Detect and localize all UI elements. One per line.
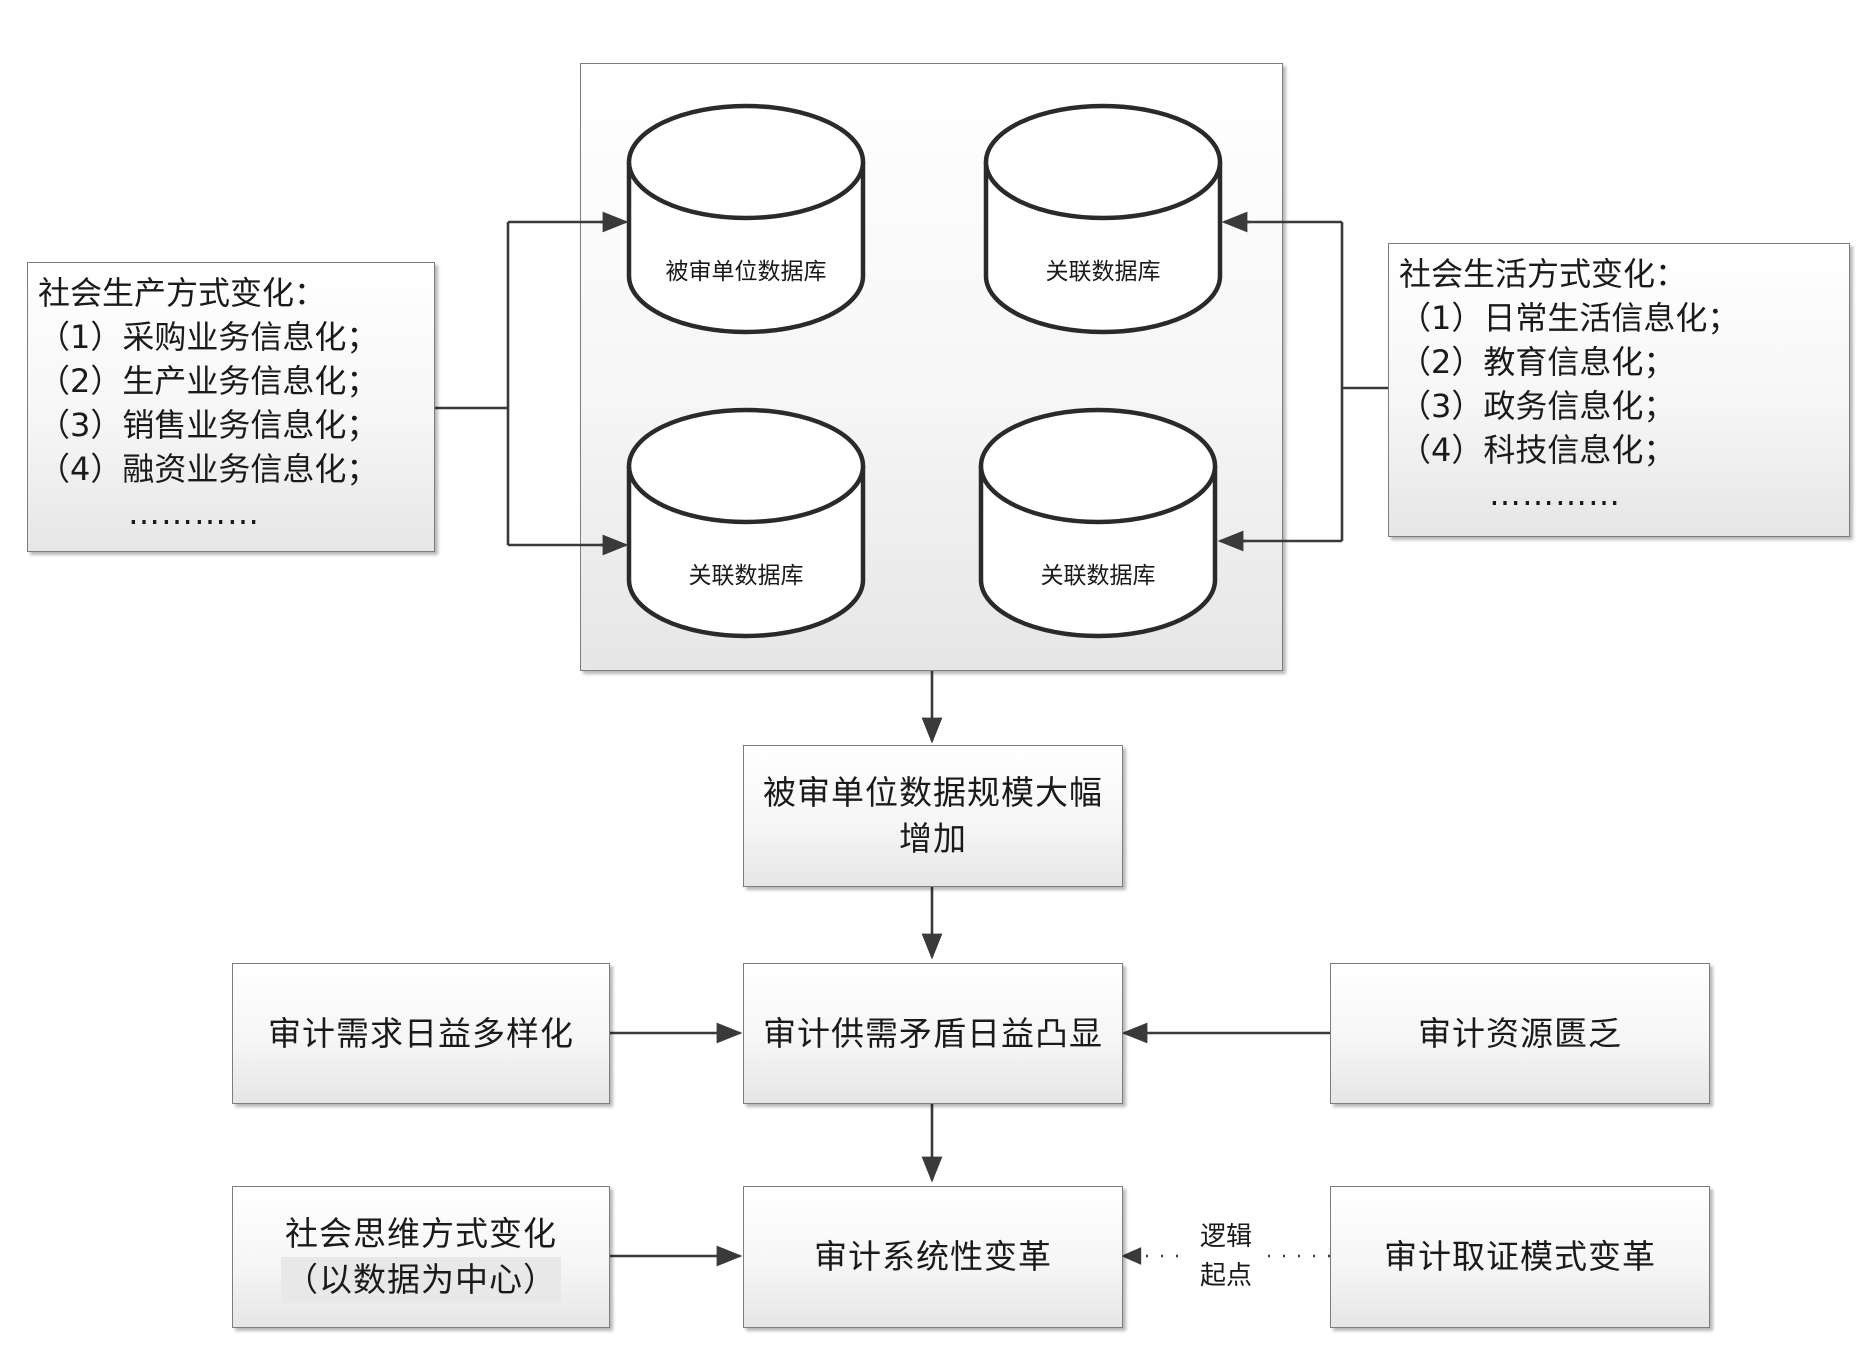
data-growth-node: 被审单位数据规模大幅 增加 xyxy=(743,745,1123,887)
db-top-left xyxy=(626,103,866,335)
resource-shortage-node: 审计资源匮乏 xyxy=(1330,963,1710,1104)
db-top-right-label: 关联数据库 xyxy=(1046,259,1161,285)
social-production-item: （3）销售业务信息化； xyxy=(38,406,379,444)
db-bottom-left xyxy=(626,407,866,639)
contradiction-node: 审计供需矛盾日益凸显 xyxy=(743,963,1123,1104)
evidence-reform-label: 审计取证模式变革 xyxy=(1384,1237,1656,1276)
social-production-item: （2）生产业务信息化； xyxy=(38,362,379,400)
social-production-title: 社会生产方式变化： xyxy=(38,274,327,312)
social-life-panel: 社会生活方式变化： （1）日常生活信息化； （2）教育信息化； （3）政务信息化… xyxy=(1388,243,1850,537)
thinking-change-node: 社会思维方式变化 （以数据为中心） xyxy=(232,1186,610,1328)
data-growth-line1: 被审单位数据规模大幅 xyxy=(763,773,1103,812)
logic-label-line1: 逻辑 xyxy=(1200,1222,1252,1252)
systematic-reform-node: 审计系统性变革 xyxy=(743,1186,1123,1328)
social-life-title: 社会生活方式变化： xyxy=(1399,255,1688,293)
contradiction-label: 审计供需矛盾日益凸显 xyxy=(763,1013,1103,1053)
social-life-item: （2）教育信息化； xyxy=(1399,343,1676,381)
social-life-ellipsis: ………… xyxy=(1489,475,1621,513)
social-production-ellipsis: ………… xyxy=(128,494,260,532)
evidence-reform-node: 审计取证模式变革 xyxy=(1330,1186,1710,1328)
db-bottom-right xyxy=(978,407,1218,639)
logic-link-arrowhead xyxy=(1121,1247,1142,1265)
logic-label-line2: 起点 xyxy=(1200,1261,1252,1291)
thinking-change-line1: 社会思维方式变化 xyxy=(285,1214,557,1253)
systematic-reform-label: 审计系统性变革 xyxy=(814,1237,1052,1276)
social-life-item: （1）日常生活信息化； xyxy=(1399,299,1740,337)
diverse-demand-label: 审计需求日益多样化 xyxy=(268,1013,574,1053)
social-production-item: （1）采购业务信息化； xyxy=(38,318,379,356)
social-life-item: （3）政务信息化； xyxy=(1399,387,1676,425)
db-top-left-label: 被审单位数据库 xyxy=(666,259,827,285)
social-life-item: （4）科技信息化； xyxy=(1399,431,1676,469)
diverse-demand-node: 审计需求日益多样化 xyxy=(232,963,610,1104)
db-top-right xyxy=(983,103,1223,335)
social-production-panel: 社会生产方式变化： （1）采购业务信息化； （2）生产业务信息化； （3）销售业… xyxy=(27,262,435,552)
left-feed-connector xyxy=(435,220,624,547)
right-feed-connector xyxy=(1226,220,1388,543)
thinking-change-line2: （以数据为中心） xyxy=(281,1257,561,1303)
data-growth-line2: 增加 xyxy=(899,819,967,858)
db-bottom-right-label: 关联数据库 xyxy=(1041,563,1156,589)
resource-shortage-label: 审计资源匮乏 xyxy=(1418,1013,1622,1053)
db-bottom-left-label: 关联数据库 xyxy=(689,563,804,589)
social-production-item: （4）融资业务信息化； xyxy=(38,450,379,488)
